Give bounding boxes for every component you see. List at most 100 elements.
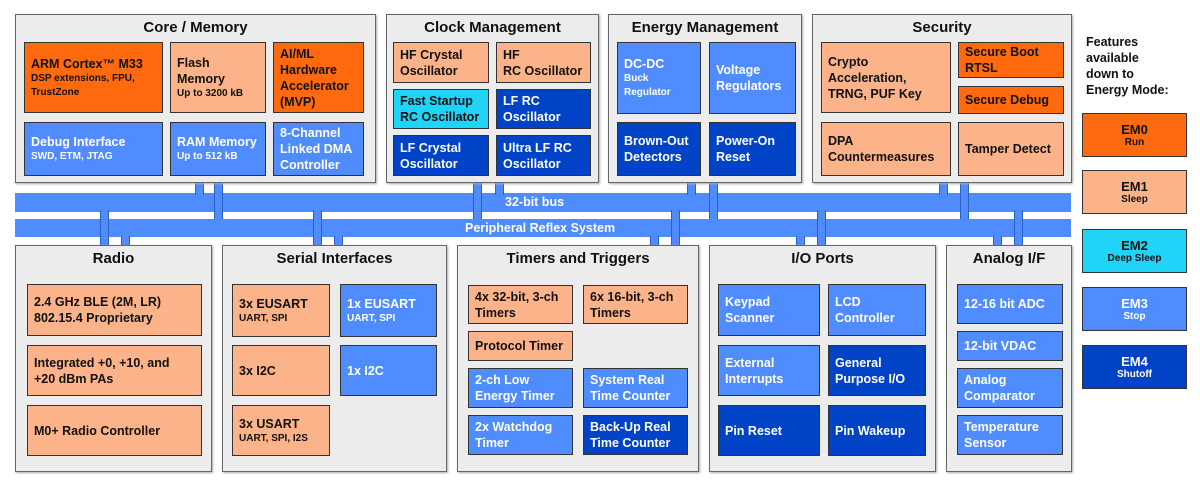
block-16bit-timers: 6x 16-bit, 3-ch Timers	[583, 285, 688, 324]
legend-mode: EM1	[1121, 179, 1148, 194]
block-title: LF Crystal Oscillator	[400, 140, 462, 171]
block-title: Keypad Scanner	[725, 295, 775, 325]
legend-label: Shutoff	[1117, 369, 1152, 380]
legend-mode: EM0	[1121, 122, 1148, 137]
block-voltage-regulators: Voltage Regulators	[709, 42, 796, 114]
block-vdac: 12-bit VDAC	[957, 331, 1063, 361]
block-ai-ml-accelerator: AI/ML Hardware Accelerator (MVP)	[273, 42, 364, 113]
legend-mode: EM3	[1121, 296, 1148, 311]
block-title: HF Crystal Oscillator	[400, 47, 463, 78]
block-fast-startup-rc: Fast Startup RC Oscillator	[393, 89, 489, 129]
group-title: Security	[912, 19, 972, 36]
bus-label: Peripheral Reflex System	[465, 221, 616, 235]
block-title: Brown-Out Detectors	[624, 134, 689, 164]
block-3x-i2c: 3x I2C	[232, 345, 330, 396]
block-pin-wakeup: Pin Wakeup	[828, 405, 926, 456]
bus-connector	[960, 183, 969, 219]
block-subtitle: UART, SPI	[347, 312, 396, 324]
block-dpa: DPA Countermeasures	[821, 122, 951, 176]
block-subtitle: Up to 3200 kB	[177, 87, 244, 99]
legend-label: Deep Sleep	[1107, 253, 1162, 264]
bus-connector	[687, 183, 696, 195]
block-keypad-scanner: Keypad Scanner	[718, 284, 820, 336]
legend-label: Run	[1124, 137, 1145, 148]
block-subtitle: UART, SPI	[239, 312, 288, 324]
block-secure-debug: Secure Debug	[958, 86, 1064, 114]
block-external-interrupts: External Interrupts	[718, 345, 820, 396]
block-subtitle: Up to 512 kB	[177, 151, 238, 162]
group-title: Energy Management	[631, 19, 779, 36]
block-title: Voltage Regulators	[716, 63, 782, 93]
block-subtitle: SWD, ETM, JTAG	[31, 151, 113, 162]
legend-label: Stop	[1123, 311, 1146, 322]
block-title: 2-ch Low Energy Timer	[475, 373, 555, 403]
bus-connector	[993, 236, 1002, 246]
block-32bit-timers: 4x 32-bit, 3-ch Timers	[468, 285, 573, 324]
block-backup-rtc: Back-Up Real Time Counter	[583, 415, 688, 455]
bus-connector	[214, 183, 223, 219]
bus-connector	[313, 210, 322, 246]
block-title: 4x 32-bit, 3-ch Timers	[475, 289, 559, 320]
block-lcd-controller: LCD Controller	[828, 284, 926, 336]
legend-mode: EM4	[1121, 354, 1148, 369]
block-title: General Purpose I/O	[835, 355, 906, 386]
block-title: AI/ML Hardware Accelerator (MVP)	[280, 46, 349, 109]
block-watchdog: 2x Watchdog Timer	[468, 415, 573, 455]
block-dc-dc: DC-DC Buck Regulator	[617, 42, 701, 114]
block-title: LF RC Oscillator	[503, 94, 561, 124]
bus-connector	[817, 210, 826, 246]
block-secure-boot: Secure Boot RTSL	[958, 42, 1064, 78]
block-temperature-sensor: Temperature Sensor	[957, 415, 1063, 455]
block-protocol-timer: Protocol Timer	[468, 331, 573, 361]
bus-connector	[100, 210, 109, 246]
block-title: Back-Up Real Time Counter	[590, 420, 671, 450]
block-adc: 12-16 bit ADC	[957, 284, 1063, 324]
block-title: Ultra LF RC Oscillator	[503, 140, 572, 171]
bus-connector	[121, 236, 130, 246]
block-brown-out: Brown-Out Detectors	[617, 122, 701, 176]
bus-connector	[650, 236, 659, 246]
block-title: 1x EUSART	[347, 296, 416, 311]
block-title: Protocol Timer	[475, 339, 563, 353]
legend-title: Features available down to Energy Mode:	[1086, 35, 1169, 97]
block-title: 8-Channel Linked DMA Controller	[280, 126, 353, 172]
block-title: 12-16 bit ADC	[964, 297, 1045, 311]
block-title: HF RC Oscillator	[503, 47, 583, 78]
block-title: Temperature Sensor	[964, 420, 1039, 450]
group-title: Timers and Triggers	[506, 250, 650, 267]
block-subtitle: UART, SPI, I2S	[239, 432, 308, 444]
block-title: Power-On Reset	[716, 134, 776, 164]
legend-mode: EM2	[1121, 238, 1148, 253]
block-title: DC-DC	[624, 57, 665, 71]
block-title: 2.4 GHz BLE (2M, LR) 802.15.4 Proprietar…	[34, 295, 162, 325]
bus-connector	[709, 183, 718, 219]
bus-connector	[473, 183, 482, 219]
block-title: 2x Watchdog Timer	[475, 420, 553, 450]
block-title: Secure Debug	[965, 93, 1050, 107]
block-title: External Interrupts	[725, 355, 784, 386]
block-pin-reset: Pin Reset	[718, 405, 820, 456]
block-title: 3x EUSART	[239, 296, 308, 311]
block-radio-controller: M0+ Radio Controller	[27, 405, 202, 456]
block-power-on-reset: Power-On Reset	[709, 122, 796, 176]
block-1x-i2c: 1x I2C	[340, 345, 437, 396]
block-title: DPA Countermeasures	[828, 134, 935, 164]
bus-connector	[939, 183, 948, 195]
block-title: Flash Memory	[177, 55, 225, 86]
block-system-rtc: System Real Time Counter	[583, 368, 688, 408]
block-tamper-detect: Tamper Detect	[958, 122, 1064, 176]
block-pas: Integrated +0, +10, and +20 dBm PAs	[27, 345, 202, 396]
block-title: M0+ Radio Controller	[34, 423, 161, 438]
group-title: Radio	[92, 250, 135, 267]
block-subtitle: DSP extensions, FPU, TrustZone	[31, 72, 135, 98]
group-title: Serial Interfaces	[276, 250, 393, 267]
block-title: Integrated +0, +10, and +20 dBm PAs	[34, 355, 170, 386]
block-title: ARM Cortex™ M33	[31, 56, 143, 71]
block-subtitle: Buck Regulator	[624, 73, 671, 98]
bus-connector	[195, 183, 204, 195]
block-title: 6x 16-bit, 3-ch Timers	[590, 289, 674, 320]
